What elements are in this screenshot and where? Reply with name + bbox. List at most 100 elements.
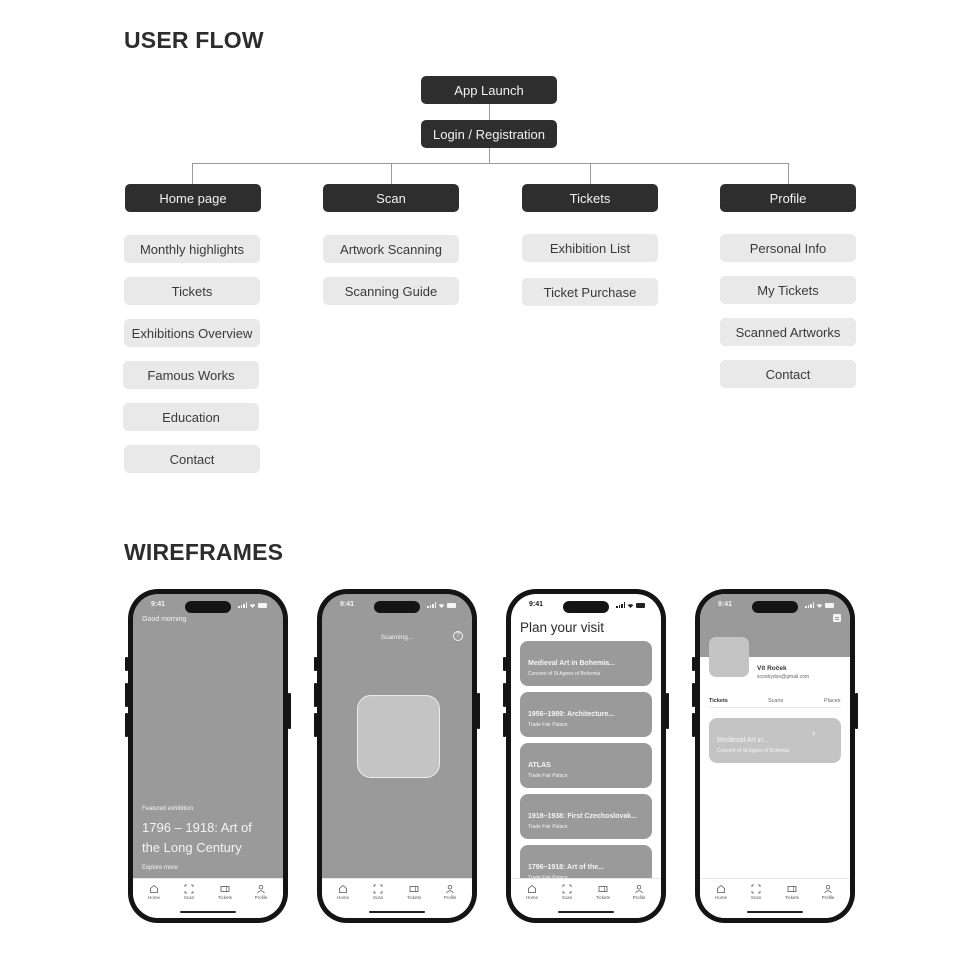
ticket-name: Medieval Art in... xyxy=(717,737,769,744)
tab-bar: Home Scan Tickets Profile xyxy=(133,878,283,918)
phone-tickets: 9:41 Plan your visit Medieval Art in Boh… xyxy=(503,589,669,923)
wireframes-title: WIREFRAMES xyxy=(124,539,284,565)
node-personal-info: Personal Info xyxy=(720,234,856,262)
tab-profile[interactable]: Profile xyxy=(624,884,654,900)
connector-tickets xyxy=(590,163,591,184)
node-profile: Profile xyxy=(720,184,856,212)
node-famous-works: Famous Works xyxy=(123,361,259,389)
tab-profile[interactable]: Profile xyxy=(435,884,465,900)
battery-icon xyxy=(825,602,834,608)
home-indicator xyxy=(180,911,236,913)
scan-viewfinder xyxy=(357,695,440,778)
tab-scan[interactable]: Scan xyxy=(174,884,204,900)
tab-tickets[interactable]: Tickets xyxy=(588,884,618,900)
tab-bar: Home Scan Tickets Profile xyxy=(511,878,661,918)
dynamic-island xyxy=(563,601,609,613)
node-scan: Scan xyxy=(323,184,459,212)
node-home-tickets: Tickets xyxy=(124,277,260,305)
node-home-contact: Contact xyxy=(124,445,260,473)
exhibition-card[interactable]: Medieval Art in Bohemia...Convent of St … xyxy=(520,641,652,686)
tab-scan[interactable]: Scan xyxy=(363,884,393,900)
chevron-right-icon: › xyxy=(812,728,816,739)
signal-icon xyxy=(805,602,814,608)
tab-home[interactable]: Home xyxy=(328,884,358,900)
explore-more-link[interactable]: Explore more xyxy=(142,865,178,871)
featured-label: Featured exhibition xyxy=(142,806,194,812)
ticket-card[interactable]: Medieval Art in... Convent of St Agnes o… xyxy=(709,718,841,763)
status-time: 9:41 xyxy=(151,601,166,608)
tab-bar: Home Scan Tickets Profile xyxy=(322,878,472,918)
status-time: 9:41 xyxy=(340,601,355,608)
dynamic-island xyxy=(374,601,420,613)
exhibition-card[interactable]: 1956–1989: Architecture...Trade Fair Pal… xyxy=(520,692,652,737)
profile-icon xyxy=(257,885,265,894)
status-time: 9:41 xyxy=(718,601,733,608)
status-bar: 9:41 xyxy=(322,600,472,614)
status-time: 9:41 xyxy=(529,601,544,608)
tab-tickets[interactable]: Tickets xyxy=(777,884,807,900)
signal-icon xyxy=(238,602,247,608)
tabs-divider xyxy=(709,707,841,708)
tab-scan[interactable]: Scan xyxy=(552,884,582,900)
node-education: Education xyxy=(123,403,259,431)
home-icon xyxy=(339,884,347,893)
plan-visit-title: Plan your visit xyxy=(520,620,605,635)
help-icon[interactable]: ? xyxy=(453,631,463,641)
connector-scan xyxy=(391,163,392,184)
dynamic-island xyxy=(185,601,231,613)
exhibition-card[interactable]: 1918–1938: First Czechoslovak...Trade Fa… xyxy=(520,794,652,839)
user-flow-title: USER FLOW xyxy=(124,27,264,53)
greeting-text: Good morning xyxy=(142,616,187,623)
battery-icon xyxy=(447,602,456,608)
tab-home[interactable]: Home xyxy=(139,884,169,900)
connector-home xyxy=(192,163,193,184)
status-bar: 9:41 xyxy=(511,600,661,614)
ticket-icon xyxy=(787,886,797,892)
tab-profile[interactable]: Profile xyxy=(813,884,843,900)
connector-profile xyxy=(788,163,789,184)
profile-screen: 9:41 Vít Roček scoobydoo@gmail.com Ticke… xyxy=(700,594,850,918)
signal-icon xyxy=(616,602,625,608)
tab-scan[interactable]: Scan xyxy=(741,884,771,900)
scan-icon xyxy=(562,884,572,894)
profile-icon xyxy=(635,885,643,894)
tab-home[interactable]: Home xyxy=(706,884,736,900)
ticket-icon xyxy=(220,886,230,892)
node-scanning-guide: Scanning Guide xyxy=(323,277,459,305)
profile-name: Vít Roček xyxy=(757,665,787,672)
scan-screen: 9:41 Scanning... ? Home Scan Tickets Pro… xyxy=(322,594,472,918)
ticket-venue: Convent of St Agnes of Bohemia xyxy=(717,748,790,754)
home-icon xyxy=(717,884,725,893)
profile-tab-places[interactable]: Places xyxy=(824,698,841,704)
home-indicator xyxy=(558,911,614,913)
avatar xyxy=(709,637,749,677)
scanning-status: Scanning... xyxy=(380,634,414,641)
profile-email: scoobydoo@gmail.com xyxy=(757,674,810,680)
connector-login-trunk xyxy=(489,148,490,163)
tab-tickets[interactable]: Tickets xyxy=(399,884,429,900)
wifi-icon xyxy=(816,603,823,608)
ticket-icon xyxy=(409,886,419,892)
scan-icon xyxy=(184,884,194,894)
profile-icon xyxy=(446,885,454,894)
tab-tickets[interactable]: Tickets xyxy=(210,884,240,900)
wifi-icon xyxy=(438,603,445,608)
tab-profile[interactable]: Profile xyxy=(246,884,276,900)
profile-tab-scans[interactable]: Scans xyxy=(768,698,784,704)
profile-tab-tickets[interactable]: Tickets xyxy=(709,698,728,704)
phone-profile: 9:41 Vít Roček scoobydoo@gmail.com Ticke… xyxy=(692,589,858,923)
node-artwork-scanning: Artwork Scanning xyxy=(323,235,459,263)
menu-icon[interactable] xyxy=(833,614,841,622)
node-my-tickets: My Tickets xyxy=(720,276,856,304)
tickets-screen: 9:41 Plan your visit Medieval Art in Boh… xyxy=(511,594,661,918)
phone-home: 9:41 Good morning Featured exhibition 17… xyxy=(125,589,291,923)
featured-title-line2: the Long Century xyxy=(142,840,242,855)
dynamic-island xyxy=(752,601,798,613)
signal-icon xyxy=(427,602,436,608)
node-scanned-artworks: Scanned Artworks xyxy=(720,318,856,346)
scan-icon xyxy=(751,884,761,894)
phone-scan: 9:41 Scanning... ? Home Scan Tickets Pro… xyxy=(314,589,480,923)
connector-launch-login xyxy=(489,104,490,120)
tab-home[interactable]: Home xyxy=(517,884,547,900)
